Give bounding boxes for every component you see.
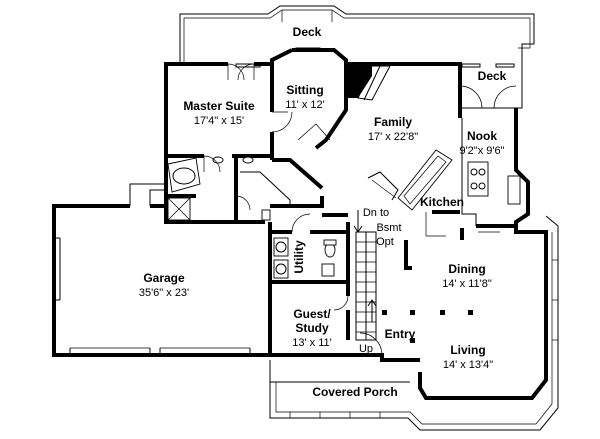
kitchen-counters — [425, 118, 521, 237]
dining-label: Dining — [448, 262, 485, 276]
porch-railing — [289, 259, 558, 418]
garage-size: 35'6" x 23' — [139, 287, 189, 299]
bath-fixtures — [167, 156, 337, 277]
deck-right-outline — [460, 64, 523, 109]
garage-label: Garage — [143, 271, 185, 285]
garage-doors — [54, 237, 251, 355]
covered-porch-outline — [269, 215, 559, 431]
living-label: Living — [450, 343, 485, 357]
deck-top-outline — [179, 5, 535, 64]
guest-study-size: 13' x 11' — [292, 337, 331, 349]
master-suite-size: 17'4" x 15' — [194, 115, 244, 127]
utility-appliances — [273, 237, 289, 279]
deck-right-label: Deck — [478, 69, 507, 83]
guest-study-label-line1: Guest/ — [293, 307, 331, 321]
stairs-down-note-line1: Dn to — [363, 207, 389, 219]
kitchen-label: Kitchen — [420, 195, 464, 209]
windows — [165, 90, 547, 399]
master-suite-label: Master Suite — [183, 99, 255, 113]
guest-study-label-line2: Study — [295, 321, 329, 335]
family-label: Family — [374, 115, 412, 129]
sitting-label: Sitting — [286, 83, 323, 97]
kitchen-island — [367, 149, 453, 211]
garage-step — [129, 183, 166, 206]
covered-porch-label: Covered Porch — [312, 385, 397, 399]
staircase — [353, 210, 377, 341]
family-size: 17' x 22'8" — [368, 131, 418, 143]
stairs-down-note-line3: Opt — [376, 236, 394, 248]
sitting-size: 11' x 12' — [285, 99, 324, 111]
deck-top-label: Deck — [293, 25, 322, 39]
nook-size: 9'2"x 9'6" — [459, 145, 504, 157]
fireplace — [346, 65, 391, 101]
doors — [203, 47, 517, 356]
column-markers — [382, 310, 473, 343]
dining-size: 14' x 11'8" — [442, 278, 492, 290]
utility-label: Utility — [292, 240, 306, 274]
stairs-down-note-line2: Bsmt — [376, 222, 401, 234]
nook-label: Nook — [467, 129, 497, 143]
entry-label: Entry — [385, 327, 416, 341]
stairs-up-note: Up — [359, 343, 373, 355]
living-size: 14' x 13'4" — [443, 359, 493, 371]
